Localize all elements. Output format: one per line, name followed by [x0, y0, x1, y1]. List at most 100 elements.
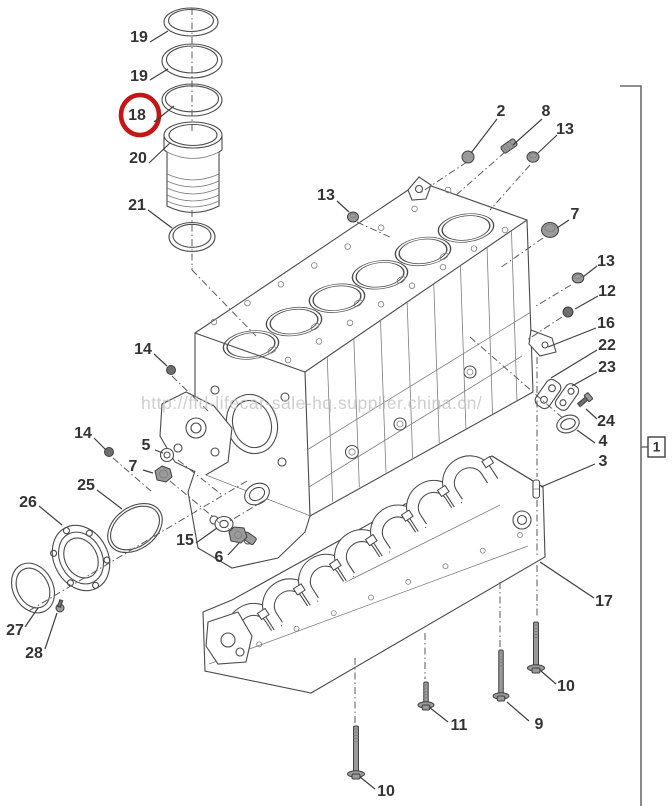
callout-label-13: 13: [597, 253, 615, 270]
callout-layer: http://ffd-lifecar-sale-hq.supplier.chin…: [6, 29, 666, 806]
leader-line: [556, 219, 570, 229]
pan-bolt: [347, 725, 365, 780]
highlight-circle-18: [118, 92, 162, 138]
leader-line: [540, 463, 596, 488]
assembly-axis-lines: [26, 8, 572, 723]
leader-line: [147, 209, 173, 229]
callout-label-14: 14: [134, 341, 152, 358]
cup-plug-13a: [526, 151, 540, 163]
dowel-pin-3: [532, 479, 541, 499]
callout-label-7: 7: [571, 206, 580, 223]
callout-label-19: 19: [130, 68, 148, 85]
leader-line: [506, 701, 530, 722]
callout-label-6: 6: [215, 549, 224, 566]
callout-label-26: 26: [19, 494, 37, 511]
bolt-24: [576, 392, 594, 408]
pan-bolt: [417, 681, 435, 711]
leader-line: [154, 449, 164, 454]
front-cover-skirt: [187, 470, 311, 569]
leader-line: [585, 408, 598, 420]
callout-label-13: 13: [317, 187, 335, 204]
pan-bolt: [492, 649, 510, 702]
callout-label-5: 5: [142, 437, 151, 454]
ring-plug-5: [159, 447, 175, 463]
deck-bolt-holes: [210, 186, 509, 364]
hex-bolt-6: [228, 526, 257, 546]
callout-label-11: 11: [451, 717, 468, 734]
callout-label-23: 23: [598, 359, 616, 376]
leader-line: [359, 776, 376, 790]
small-hardware: [104, 138, 594, 546]
bedplate: [202, 455, 546, 694]
callout-label-12: 12: [598, 283, 616, 300]
leader-line: [149, 68, 169, 81]
gasket-22: [534, 378, 562, 410]
callout-label-7: 7: [129, 458, 138, 475]
leader-line: [576, 429, 596, 444]
callout-label-21: 21: [128, 197, 146, 214]
callout-label-25: 25: [77, 477, 95, 494]
callout-label-9: 9: [535, 716, 544, 733]
assembly-ref-box: [647, 436, 666, 458]
flange-cover-26: [50, 524, 111, 592]
leader-line: [540, 670, 557, 685]
leader-line: [428, 706, 449, 723]
callout-label-10: 10: [557, 678, 575, 695]
callout-label-18: 18: [128, 107, 146, 124]
washer-15: [214, 515, 234, 533]
callout-label-15: 15: [176, 532, 194, 549]
cover-plate-23: [554, 383, 580, 411]
leader-line: [571, 371, 598, 387]
leader-line: [336, 200, 350, 213]
plug-2: [461, 150, 475, 164]
leader-line: [148, 142, 171, 164]
cup-plug-13b: [347, 211, 359, 223]
leader-line: [149, 30, 169, 43]
callout-label-4: 4: [599, 433, 608, 450]
plug-12: [562, 306, 574, 318]
leader-line: [550, 349, 598, 379]
callout-label-22: 22: [598, 337, 616, 354]
callout-label-20: 20: [129, 150, 147, 167]
leader-line: [470, 118, 498, 154]
leader-line: [44, 612, 58, 650]
leader-line: [512, 118, 543, 146]
seal-ring-4: [556, 414, 580, 434]
o-ring-25: [107, 502, 163, 554]
pan-bolts: [347, 621, 545, 780]
pan-bolt: [527, 621, 545, 674]
leader-line: [153, 353, 168, 367]
leader-line: [227, 542, 240, 556]
leader-line: [547, 327, 597, 348]
block-side-ribs: [326, 230, 518, 502]
assembly-ref-label: 1: [653, 439, 661, 455]
oil-pump-detail: [205, 611, 253, 665]
leader-line: [142, 469, 154, 474]
callout-label-27: 27: [6, 622, 24, 639]
threaded-plug-8: [500, 138, 518, 154]
rear-flange-group: [10, 502, 163, 614]
callout-label-2: 2: [497, 103, 506, 120]
bolt-28: [55, 599, 65, 613]
callout-label-3: 3: [599, 453, 608, 470]
callout-label-24: 24: [597, 413, 615, 430]
cup-plug-7a: [541, 222, 559, 238]
front-mount-cluster: [159, 391, 233, 477]
leader-line: [582, 265, 598, 278]
leader-line: [93, 437, 107, 451]
leader-line: [96, 489, 123, 510]
cylinder-bores: [222, 213, 495, 360]
cylinder-liner-20: [163, 121, 223, 214]
plug-14b: [104, 447, 114, 457]
callout-label-14: 14: [74, 425, 92, 442]
callout-label-10: 10: [377, 783, 395, 800]
assembly-bracket: [620, 85, 642, 806]
callout-label-28: 28: [25, 645, 43, 662]
leader-line: [537, 134, 558, 154]
callout-label-19: 19: [130, 29, 148, 46]
leader-line: [574, 295, 599, 310]
leader-line: [24, 607, 39, 628]
cup-plug-13c: [571, 272, 585, 284]
